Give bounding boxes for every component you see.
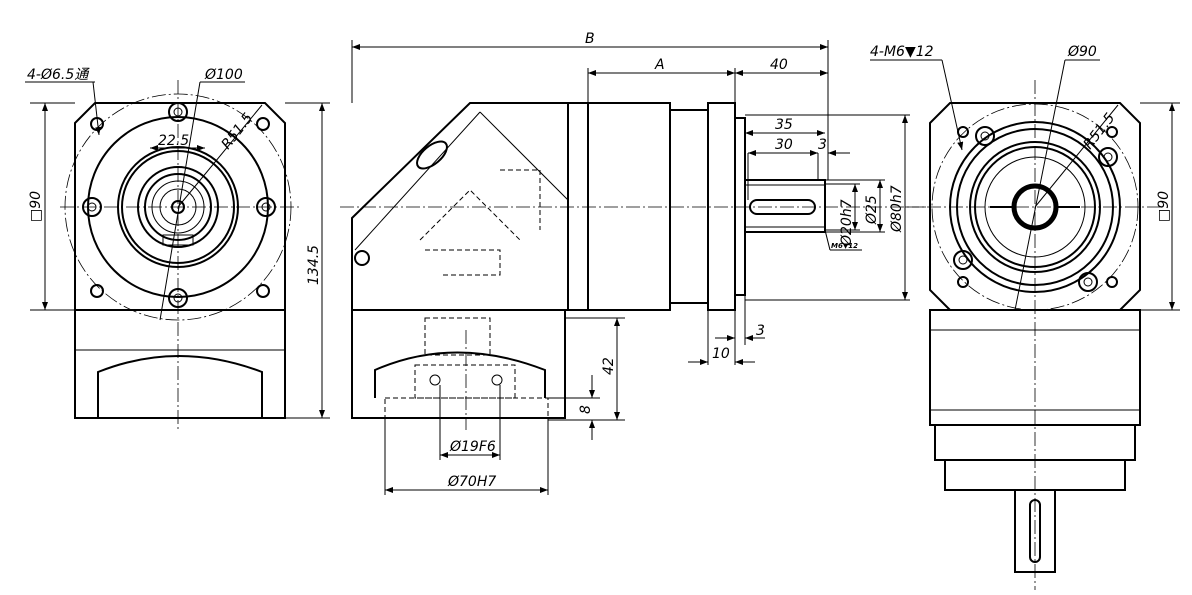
square-dimension: □90 [1156, 191, 1172, 222]
left-view: □90 134.5 4-Ø6.5通 Ø100 22.5 R51.5 [25, 67, 330, 430]
holes-callout: 4-M6▼12 [870, 44, 934, 60]
shaft-length-dimension: 40 [770, 57, 788, 73]
flange-dimension: 10 [712, 346, 730, 362]
key-length-dimension: 30 [775, 137, 793, 153]
overall-length-dimension: B [585, 31, 595, 47]
bore-dimension: Ø19F6 [449, 439, 496, 455]
input-pilot-dimension: Ø70H7 [447, 474, 496, 490]
radius-dimension: R51.5 [1081, 110, 1119, 152]
tap-callout: M6▼12 [831, 242, 858, 250]
radius-dimension: R51.5 [219, 110, 257, 152]
right-view: □90 4-M6▼12 Ø90 R51.5 [870, 44, 1180, 590]
mounting-holes [953, 126, 1118, 292]
pcd-callout: Ø90 [1067, 44, 1097, 60]
base-thickness-dimension: 8 [578, 405, 594, 414]
height-dimension: 134.5 [306, 245, 322, 285]
key-offset-dimension: 3 [818, 137, 827, 153]
shaft-diameter-dimension: Ø20h7 [839, 199, 855, 247]
side-view: B A 40 35 30 3 Ø20h7 Ø25 Ø80h7 M6▼12 [340, 31, 930, 495]
pcd-callout: Ø100 [204, 67, 243, 83]
width-dimension: 22.5 [158, 133, 189, 149]
shaft-35-dimension: 35 [775, 117, 793, 133]
square-dimension: □90 [28, 191, 44, 222]
pilot-diameter-dimension: Ø80h7 [889, 185, 905, 233]
collar-diameter-dimension: Ø25 [864, 195, 880, 225]
holes-callout: 4-Ø6.5通 [27, 67, 90, 83]
body-length-dimension: A [654, 57, 665, 73]
pilot-depth-dimension: 3 [756, 323, 765, 339]
base-height-dimension: 42 [601, 357, 617, 375]
